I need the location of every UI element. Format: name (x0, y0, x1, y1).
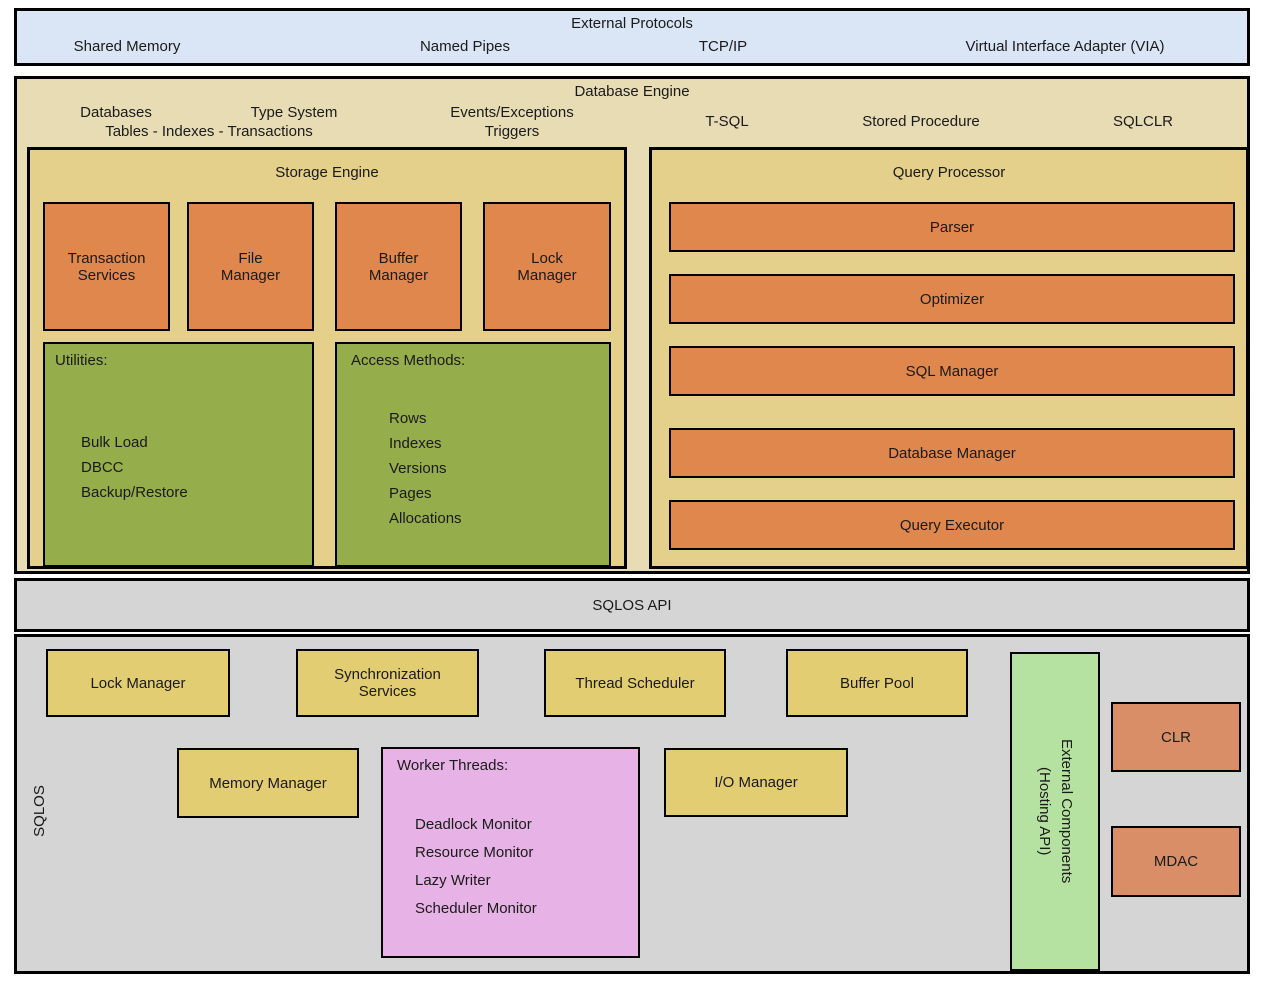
worker-threads-title: Worker Threads: (397, 757, 509, 774)
worker-threads-box: Worker Threads: Deadlock Monitor Resourc… (381, 747, 640, 958)
clr-box: CLR (1111, 702, 1241, 772)
sqlos-panel: SQLOS Lock Manager Synchronization Servi… (14, 634, 1250, 974)
buffer-pool-box: Buffer Pool (786, 649, 968, 717)
external-protocols-panel: External Protocols Shared Memory Named P… (14, 8, 1250, 66)
storage-engine-title: Storage Engine (275, 164, 379, 181)
query-executor-box: Query Executor (669, 500, 1235, 550)
label-events-exceptions: Events/Exceptions (450, 104, 574, 121)
sql-manager-box: SQL Manager (669, 346, 1235, 396)
label-triggers: Triggers (484, 123, 540, 140)
external-protocols-title: External Protocols (571, 15, 693, 32)
protocol-via: Virtual Interface Adapter (VIA) (965, 38, 1165, 55)
query-processor-title: Query Processor (892, 164, 1006, 181)
label-tables-indexes-transactions: Tables - Indexes - Transactions (105, 123, 313, 140)
lock-manager-storage-box: Lock Manager (483, 202, 611, 331)
access-methods-box: Access Methods: Rows Indexes Versions Pa… (335, 342, 611, 567)
buffer-manager-box: Buffer Manager (335, 202, 462, 331)
database-engine-panel: Database Engine Databases Type System Ev… (14, 76, 1250, 574)
sqlos-api-band: SQLOS API (14, 578, 1250, 632)
utilities-items: Bulk Load DBCC Backup/Restore (81, 434, 188, 501)
thread-scheduler-box: Thread Scheduler (544, 649, 726, 717)
label-t-sql: T-SQL (705, 113, 749, 130)
file-manager-box: File Manager (187, 202, 314, 331)
label-type-system: Type System (250, 104, 338, 121)
transaction-services-box: Transaction Services (43, 202, 170, 331)
database-manager-box: Database Manager (669, 428, 1235, 478)
protocol-tcp-ip: TCP/IP (698, 38, 748, 55)
external-components-box: External Components (Hosting API) (1010, 652, 1100, 971)
protocol-named-pipes: Named Pipes (419, 38, 511, 55)
utilities-box: Utilities: Bulk Load DBCC Backup/Restore (43, 342, 314, 567)
memory-manager-box: Memory Manager (177, 748, 359, 818)
database-engine-title: Database Engine (574, 83, 690, 100)
label-sqlclr: SQLCLR (1112, 113, 1174, 130)
sqlos-side-label: SQLOS (31, 785, 48, 837)
label-stored-procedure: Stored Procedure (862, 113, 980, 130)
worker-threads-items: Deadlock Monitor Resource Monitor Lazy W… (415, 816, 537, 917)
protocol-shared-memory: Shared Memory (73, 38, 181, 55)
optimizer-box: Optimizer (669, 274, 1235, 324)
lock-manager-sqlos-box: Lock Manager (46, 649, 230, 717)
label-databases: Databases (80, 104, 152, 121)
parser-box: Parser (669, 202, 1235, 252)
synchronization-services-box: Synchronization Services (296, 649, 479, 717)
access-methods-title: Access Methods: (351, 352, 466, 369)
access-methods-items: Rows Indexes Versions Pages Allocations (389, 410, 462, 527)
utilities-title: Utilities: (55, 352, 108, 369)
storage-engine-panel: Storage Engine Transaction Services File… (27, 147, 627, 569)
mdac-box: MDAC (1111, 826, 1241, 897)
query-processor-panel: Query Processor Parser Optimizer SQL Man… (649, 147, 1249, 569)
io-manager-box: I/O Manager (664, 748, 848, 817)
